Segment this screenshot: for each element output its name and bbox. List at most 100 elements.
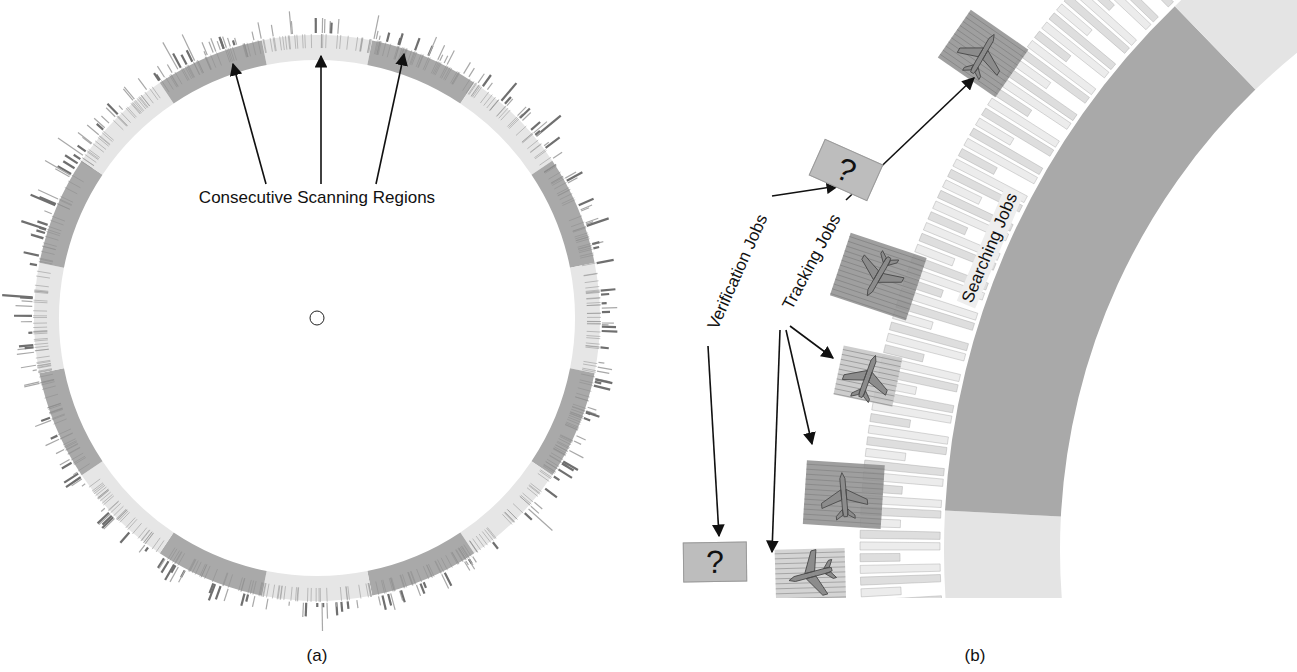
job-stroke bbox=[507, 509, 517, 519]
job-stroke bbox=[445, 68, 452, 80]
job-stroke bbox=[135, 100, 144, 111]
job-stroke bbox=[551, 176, 563, 183]
job-stroke bbox=[205, 57, 210, 70]
job-stroke bbox=[575, 397, 588, 401]
job-tick bbox=[305, 603, 308, 617]
job-tick bbox=[35, 420, 51, 426]
job-tick bbox=[2, 295, 33, 297]
job-stroke bbox=[113, 120, 123, 130]
job-tick bbox=[315, 18, 317, 33]
job-stroke bbox=[576, 237, 589, 241]
job-stroke bbox=[144, 532, 153, 543]
job-stroke bbox=[280, 586, 282, 600]
job-stroke bbox=[33, 302, 47, 304]
job-tick bbox=[28, 332, 32, 334]
job-stroke bbox=[37, 365, 51, 367]
job-stroke bbox=[587, 323, 601, 324]
job-tick bbox=[536, 116, 561, 136]
job-stroke bbox=[322, 34, 323, 48]
job-stroke bbox=[127, 107, 136, 117]
job-tick bbox=[487, 83, 492, 90]
job-stroke bbox=[400, 575, 404, 588]
job-stroke bbox=[470, 541, 478, 553]
searching-job bbox=[1112, 0, 1173, 7]
job-stroke bbox=[551, 453, 563, 460]
job-stroke bbox=[474, 87, 482, 98]
job-stroke bbox=[462, 546, 470, 558]
job-stroke bbox=[35, 349, 49, 351]
scanning-region bbox=[460, 461, 552, 553]
job-stroke bbox=[576, 237, 589, 241]
job-stroke bbox=[461, 546, 468, 558]
job-tick bbox=[553, 152, 562, 158]
job-stroke bbox=[587, 313, 601, 314]
job-tick bbox=[224, 589, 228, 601]
searching-job bbox=[1080, 0, 1115, 11]
job-stroke bbox=[103, 131, 114, 140]
job-stroke bbox=[37, 271, 51, 273]
job-stroke bbox=[304, 34, 306, 48]
job-stroke bbox=[141, 530, 150, 541]
job-stroke bbox=[566, 422, 579, 427]
job-stroke bbox=[586, 290, 600, 291]
job-stroke bbox=[33, 310, 47, 311]
job-stroke bbox=[408, 572, 413, 585]
job-stroke bbox=[452, 552, 459, 564]
job-tick bbox=[58, 166, 71, 174]
leader-arrow bbox=[708, 346, 719, 536]
job-tick bbox=[563, 461, 578, 470]
job-stroke bbox=[68, 448, 80, 455]
job-stroke bbox=[523, 493, 534, 502]
job-stroke bbox=[435, 561, 441, 574]
job-tick bbox=[424, 582, 426, 588]
job-stroke bbox=[435, 561, 441, 574]
job-tick bbox=[584, 418, 590, 420]
job-tick bbox=[593, 247, 599, 248]
leader-arrow bbox=[790, 326, 833, 358]
job-stroke bbox=[587, 302, 601, 304]
job-stroke bbox=[273, 37, 275, 51]
job-stroke bbox=[568, 417, 581, 422]
callout-label: Searching Jobs bbox=[957, 187, 1024, 308]
leader-arrow bbox=[772, 330, 780, 552]
job-tick bbox=[529, 509, 553, 531]
job-tick bbox=[31, 235, 43, 239]
job-stroke bbox=[281, 586, 283, 600]
job-tick bbox=[469, 559, 473, 565]
job-stroke bbox=[407, 50, 412, 63]
job-stroke bbox=[579, 382, 593, 385]
job-tick bbox=[36, 230, 45, 233]
job-stroke bbox=[57, 204, 70, 210]
job-stroke bbox=[452, 552, 459, 564]
job-stroke bbox=[320, 588, 321, 602]
scanning-region bbox=[367, 533, 474, 596]
job-tick bbox=[78, 146, 86, 152]
job-stroke bbox=[89, 479, 100, 487]
job-stroke bbox=[530, 144, 541, 153]
job-tick bbox=[595, 379, 612, 383]
job-tick bbox=[388, 594, 391, 606]
job-stroke bbox=[544, 165, 556, 173]
job-stroke bbox=[411, 52, 416, 65]
job-stroke bbox=[546, 462, 558, 469]
job-stroke bbox=[570, 412, 583, 417]
job-stroke bbox=[490, 100, 499, 111]
leader-arrow bbox=[786, 330, 812, 444]
job-tick bbox=[173, 54, 181, 68]
job-stroke bbox=[52, 414, 65, 419]
job-stroke bbox=[571, 409, 584, 414]
question-mark: ? bbox=[830, 150, 861, 190]
job-stroke bbox=[450, 71, 457, 83]
job-tick bbox=[24, 382, 39, 385]
job-stroke bbox=[369, 583, 372, 597]
job-stroke bbox=[581, 374, 595, 377]
aircraft-icon bbox=[847, 244, 910, 307]
job-tick bbox=[376, 31, 378, 39]
job-tick bbox=[202, 42, 207, 55]
searching-job bbox=[1096, 0, 1159, 22]
job-stroke bbox=[87, 152, 98, 160]
job-stroke bbox=[470, 541, 478, 553]
job-tick bbox=[51, 436, 58, 439]
job-stroke bbox=[311, 34, 312, 48]
job-stroke bbox=[45, 236, 58, 240]
